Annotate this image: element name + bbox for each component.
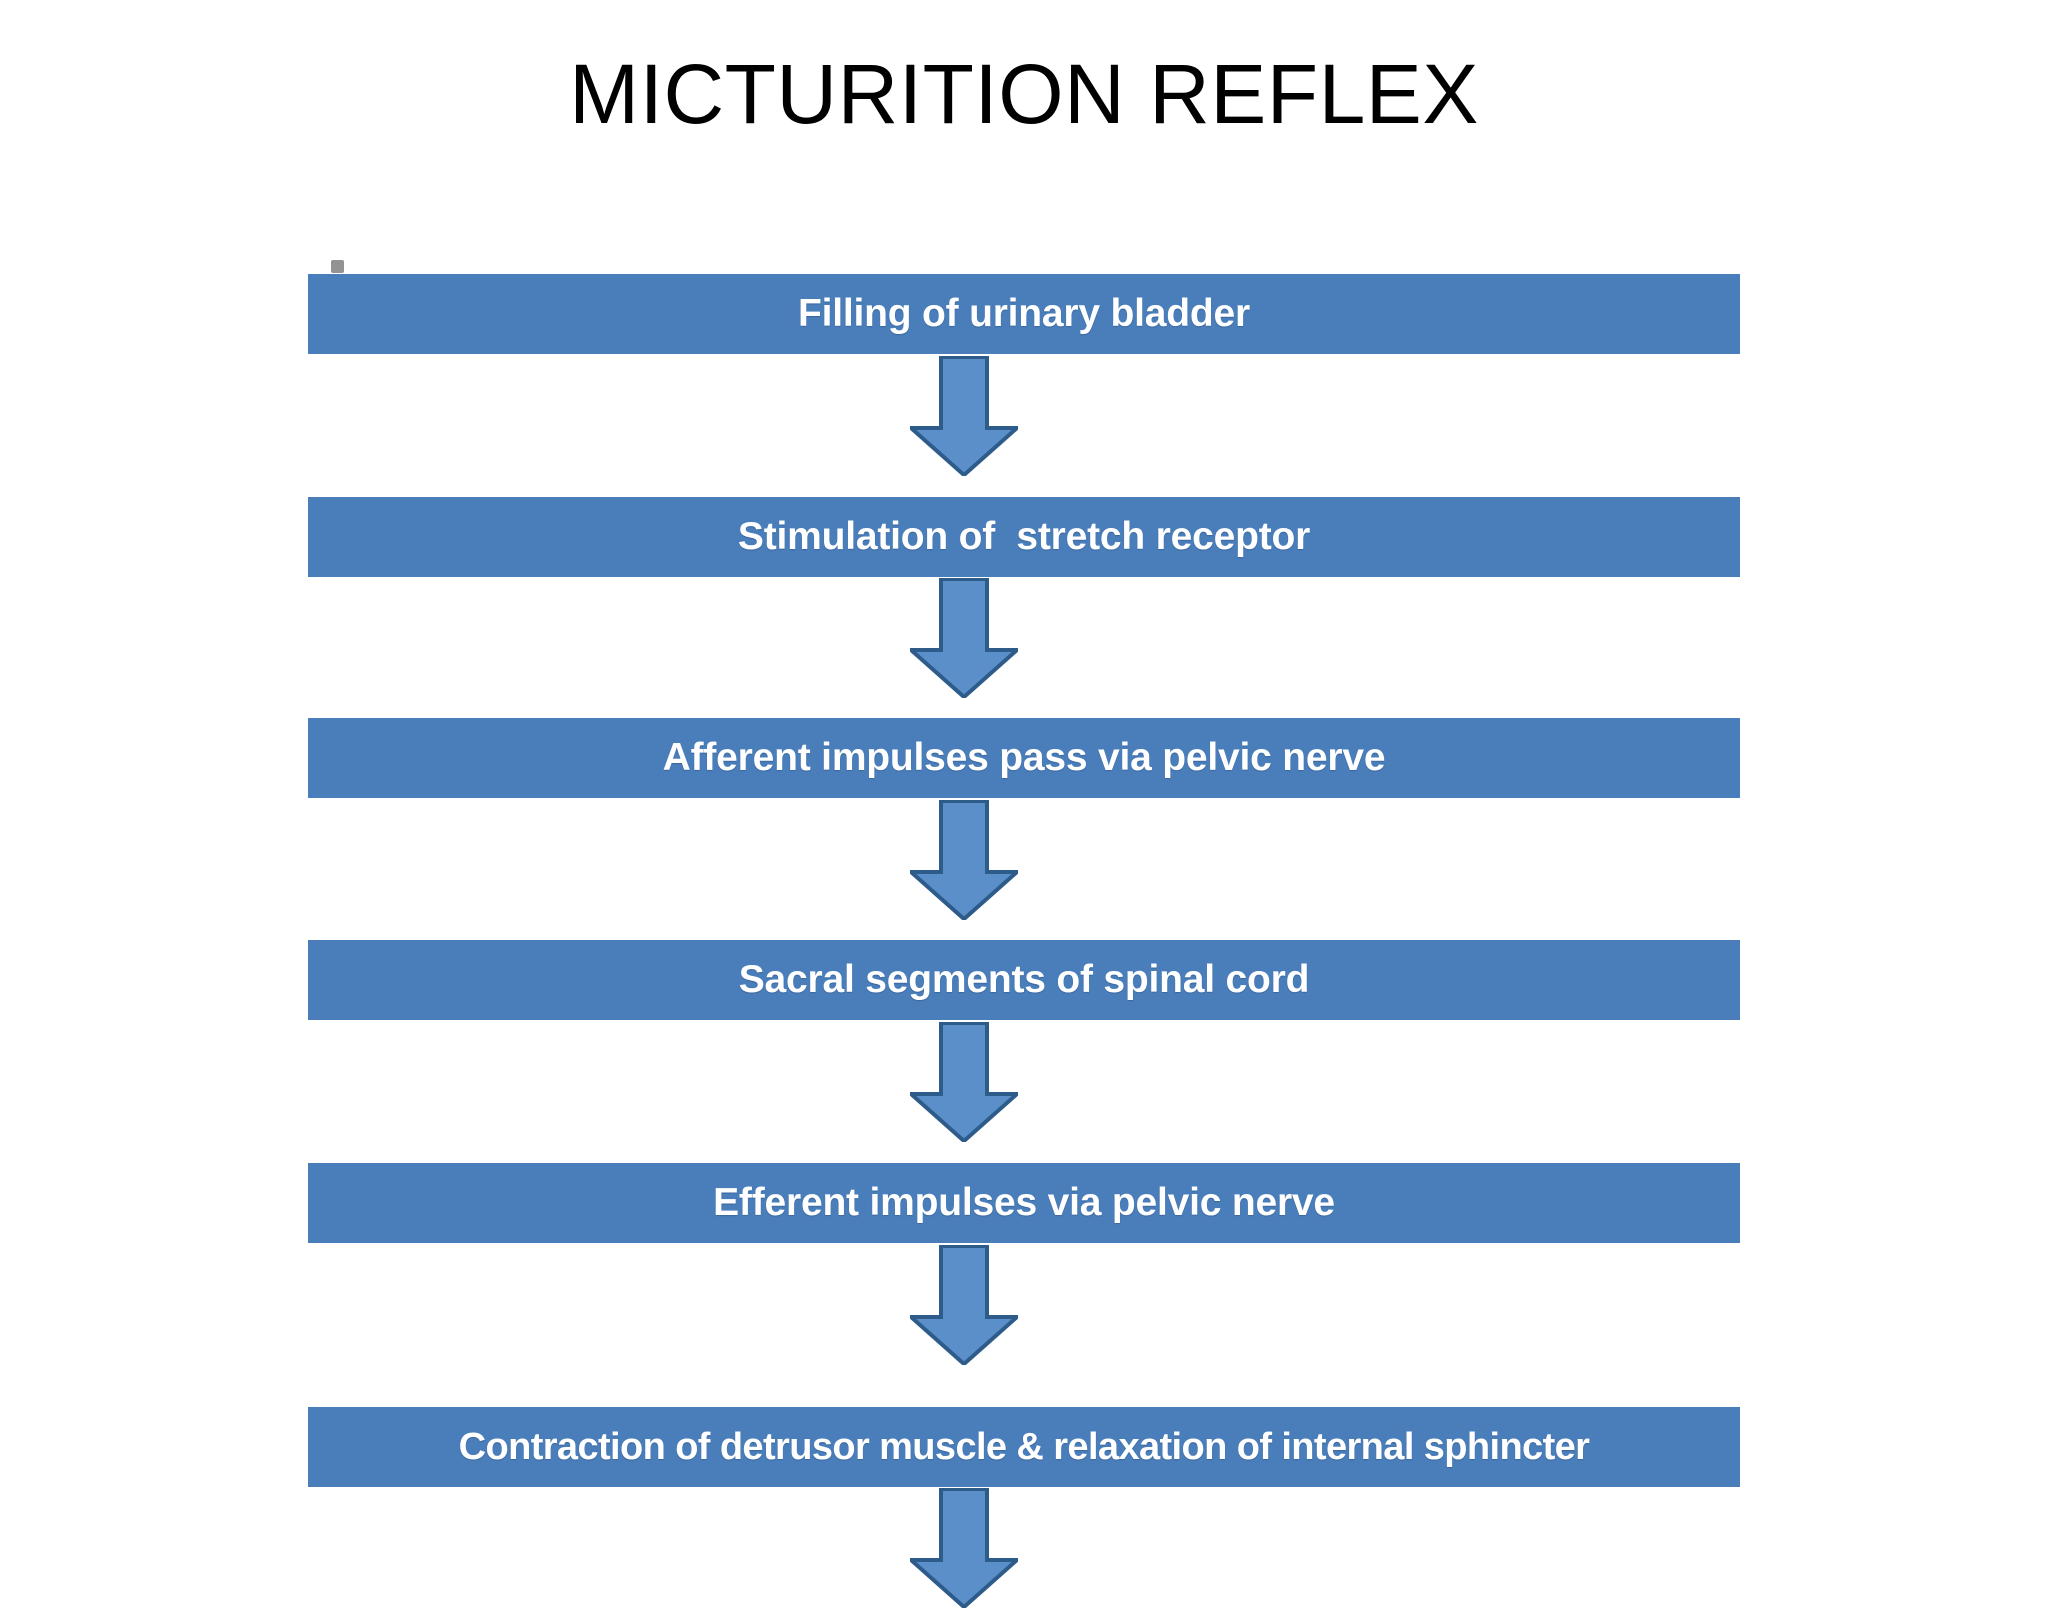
flow-node-6-label: Contraction of detrusor muscle & relaxat… — [458, 1426, 1590, 1468]
selection-handle-artifact — [331, 260, 344, 273]
arrow-down-icon-5 — [910, 1245, 1018, 1365]
slide-canvas: MICTURITION REFLEX Filling of urinary bl… — [308, 47, 1740, 1608]
arrow-down-icon-6 — [910, 1488, 1018, 1608]
flow-node-1[interactable]: Filling of urinary bladder — [308, 274, 1740, 354]
arrow-down-glyph-6 — [910, 1488, 1018, 1608]
flow-node-4-label: Sacral segments of spinal cord — [738, 958, 1310, 1001]
arrow-down-icon-4 — [910, 1022, 1018, 1142]
flow-node-4[interactable]: Sacral segments of spinal cord — [308, 940, 1740, 1020]
flow-node-5-label: Efferent impulses via pelvic nerve — [713, 1181, 1335, 1224]
flow-node-3[interactable]: Afferent impulses pass via pelvic nerve — [308, 718, 1740, 798]
page-title: MICTURITION REFLEX — [569, 47, 1479, 141]
arrow-down-icon-2 — [910, 578, 1018, 698]
flow-node-2-label: Stimulation of stretch receptor — [737, 515, 1311, 558]
arrow-down-glyph-5 — [910, 1245, 1018, 1365]
flow-node-1-label: Filling of urinary bladder — [797, 292, 1250, 335]
flow-node-6[interactable]: Contraction of detrusor muscle & relaxat… — [308, 1407, 1740, 1487]
arrow-down-glyph-3 — [910, 800, 1018, 920]
arrow-down-glyph-2 — [910, 578, 1018, 698]
arrow-down-glyph-4 — [910, 1022, 1018, 1142]
flow-node-2[interactable]: Stimulation of stretch receptor — [308, 497, 1740, 577]
arrow-down-icon-1 — [910, 356, 1018, 476]
flow-node-3-label: Afferent impulses pass via pelvic nerve — [662, 736, 1386, 779]
arrow-down-icon-3 — [910, 800, 1018, 920]
flowchart: Filling of urinary bladder Stimulation o… — [308, 274, 1740, 1608]
flow-node-5[interactable]: Efferent impulses via pelvic nerve — [308, 1163, 1740, 1243]
arrow-down-glyph-1 — [910, 356, 1018, 476]
